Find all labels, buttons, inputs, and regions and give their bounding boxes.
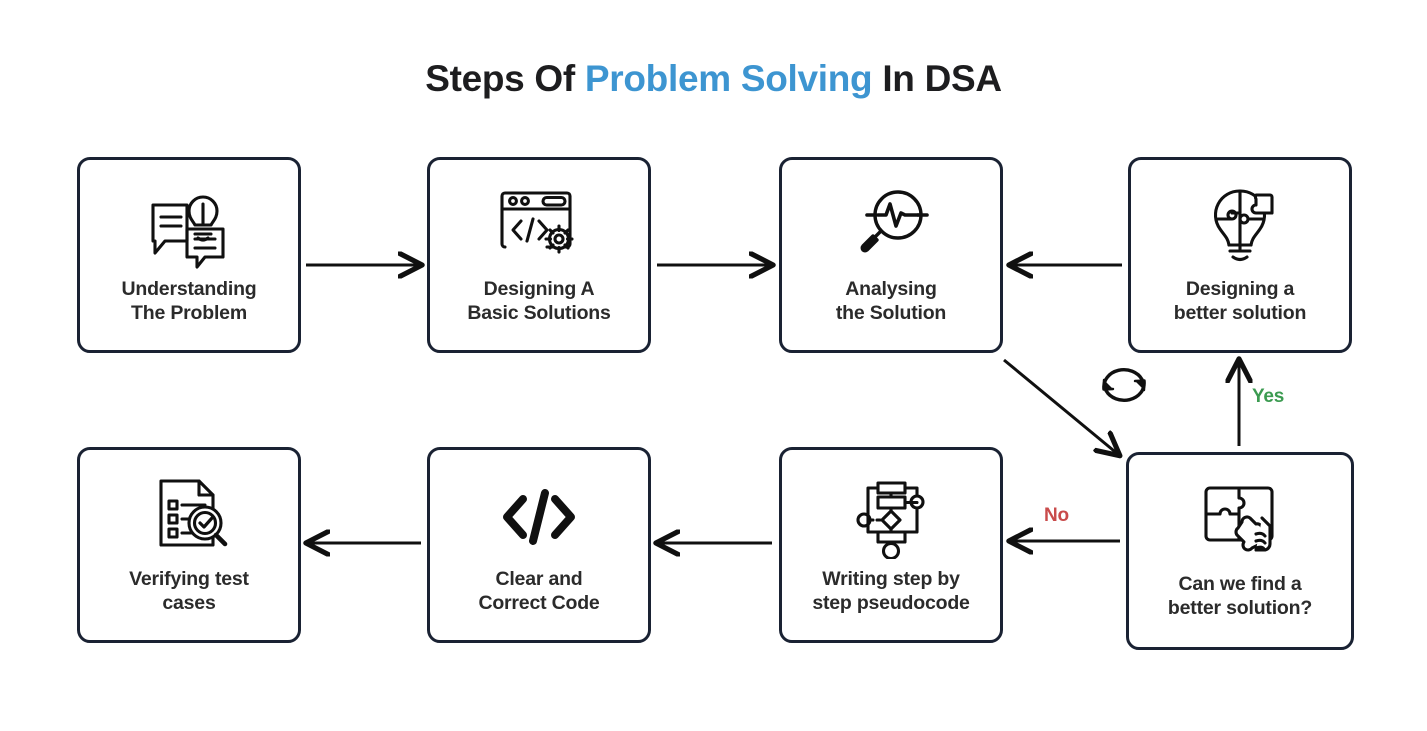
arrow-analysing-to-decision [1003, 358, 1119, 455]
card-label: Clear and Correct Code [478, 568, 600, 614]
card-label: Analysing the Solution [835, 278, 947, 324]
checklist-magnifier-icon [143, 450, 235, 568]
card-label: Designing A Basic Solutions [467, 278, 611, 324]
page-title-part2: In DSA [872, 58, 1002, 99]
card-clear-and-correct-code[interactable]: Clear and Correct Code [427, 447, 651, 643]
browser-code-gear-icon [493, 160, 585, 278]
card-label: Understanding The Problem [121, 278, 257, 324]
puzzle-lightbulb-icon [1194, 160, 1286, 278]
card-designing-a-better-solution[interactable]: Designing a better solution [1128, 157, 1352, 353]
card-label: Designing a better solution [1173, 278, 1307, 324]
edge-label-yes: Yes [1252, 386, 1285, 407]
speech-bubbles-lightbulb-icon [143, 160, 235, 278]
card-analysing-the-solution[interactable]: Analysing the Solution [779, 157, 1003, 353]
card-verifying-test-cases[interactable]: Verifying test cases [77, 447, 301, 643]
card-label: Writing step by step pseudocode [812, 568, 970, 614]
card-designing-a-basic-solutions[interactable]: Designing A Basic Solutions [427, 157, 651, 353]
magnifier-pulse-icon [845, 160, 937, 278]
page-title-accent: Problem Solving [584, 58, 873, 99]
edge-label-no: No [1044, 505, 1069, 526]
page-title-part1: Steps Of [425, 58, 585, 99]
code-brackets-icon [493, 450, 585, 568]
card-label: Verifying test cases [129, 568, 249, 614]
hand-puzzle-piece-icon [1194, 455, 1286, 573]
page-title: Steps Of Problem Solving In DSA [0, 58, 1427, 100]
card-understanding-the-problem[interactable]: Understanding The Problem [77, 157, 301, 353]
flowchart-icon [845, 450, 937, 568]
card-can-we-find-a-better-solution[interactable]: Can we find a better solution? [1126, 452, 1354, 650]
card-label: Can we find a better solution? [1167, 573, 1313, 619]
refresh-loop-icon [1102, 368, 1146, 402]
card-writing-step-by-step-pseudocode[interactable]: Writing step by step pseudocode [779, 447, 1003, 643]
